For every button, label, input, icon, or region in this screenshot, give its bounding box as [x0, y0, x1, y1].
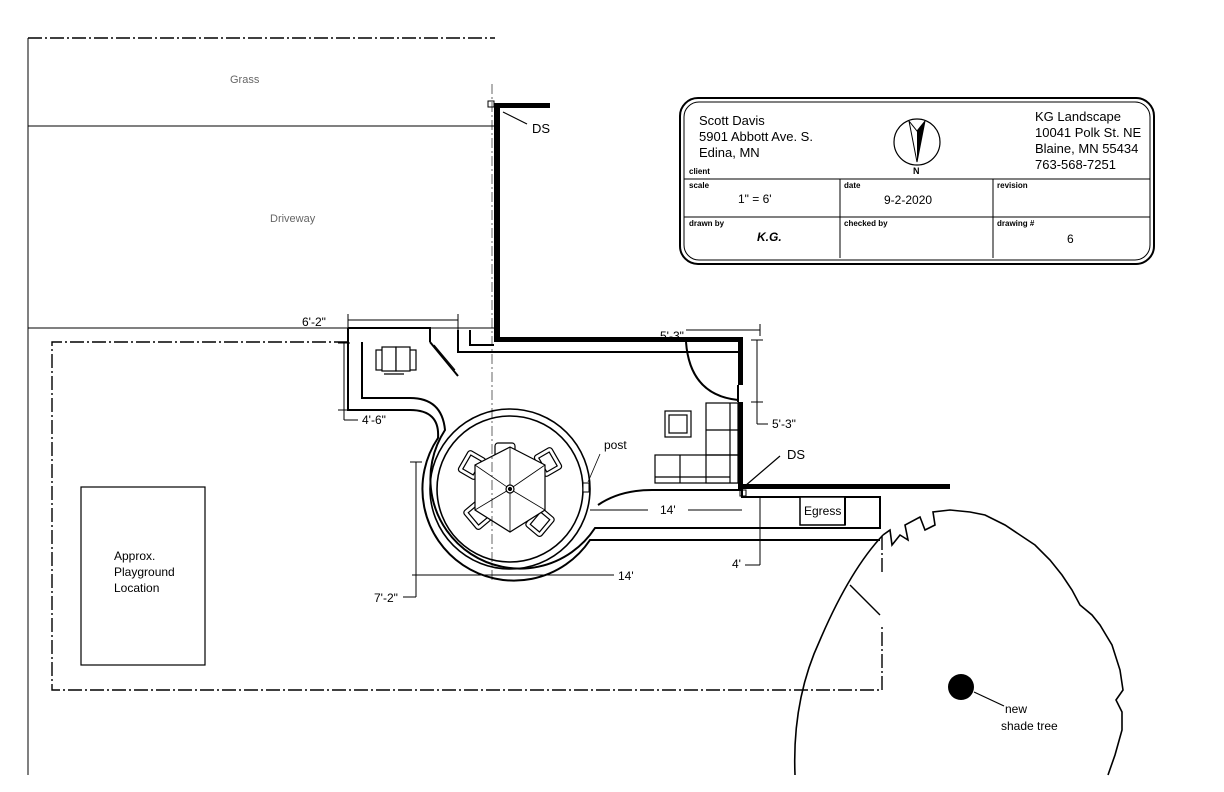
sectional-sofa [654, 402, 739, 484]
drawn-by-value: K.G. [757, 230, 782, 244]
drawing-number-value: 6 [1067, 232, 1074, 246]
drawing-number-label: drawing # [997, 219, 1035, 228]
client-name: Scott Davis [699, 113, 765, 128]
tree-leader [973, 691, 1005, 707]
dim-5-3-top: 5'-3" [660, 329, 684, 343]
scale-value: 1" = 6' [738, 192, 772, 206]
dim-14-mid: 14' [660, 503, 676, 517]
north-arrow-icon [893, 118, 941, 166]
driveway-label: Driveway [270, 213, 316, 225]
playground-label-1: Approx. [114, 549, 155, 563]
egress-label: Egress [804, 504, 841, 518]
dim-5-3-side: 5'-3" [772, 417, 796, 431]
company-city: Blaine, MN 55434 [1035, 141, 1138, 156]
tree-trunk [948, 674, 974, 700]
date-value: 9-2-2020 [884, 193, 932, 207]
tree-label-2: shade tree [1001, 719, 1058, 733]
checked-by-label: checked by [844, 219, 888, 228]
dim-7-2: 7'-2" [374, 591, 398, 605]
company-phone: 763-568-7251 [1035, 157, 1116, 172]
playground-area [80, 486, 206, 666]
north-label: N [913, 166, 920, 176]
post-label: post [604, 438, 627, 452]
dim-14-bottom: 14' [618, 569, 634, 583]
yard-boundary [51, 341, 883, 691]
drawn-by-label: drawn by [689, 219, 725, 228]
dim-4: 4' [732, 557, 741, 571]
umbrella-table [457, 442, 563, 537]
shade-tree [793, 509, 1124, 776]
post-marker [582, 453, 601, 493]
egress-window [799, 496, 846, 526]
dimension-lines [338, 84, 768, 598]
date-label: date [844, 181, 861, 190]
company-name: KG Landscape [1035, 109, 1121, 124]
dim-6-2: 6'-2" [302, 315, 326, 329]
tree-label-1: new [1005, 702, 1027, 716]
grass-label: Grass [230, 74, 260, 86]
door-swing [685, 341, 739, 402]
company-address: 10041 Polk St. NE [1035, 125, 1142, 140]
patio-outline [347, 327, 881, 582]
downspout-label-right: DS [787, 447, 805, 462]
client-city: Edina, MN [699, 145, 760, 160]
title-block [679, 97, 1155, 265]
playground-label-3: Location [114, 581, 159, 595]
lounge-chair [375, 346, 417, 375]
revision-label: revision [997, 181, 1028, 190]
playground-label-2: Playground [114, 565, 175, 579]
client-address: 5901 Abbott Ave. S. [699, 129, 813, 144]
scale-label: scale [689, 181, 710, 190]
client-label: client [689, 167, 710, 176]
downspout-label-top: DS [532, 121, 550, 136]
downspouts [502, 111, 781, 487]
dim-4-6: 4'-6" [362, 413, 386, 427]
